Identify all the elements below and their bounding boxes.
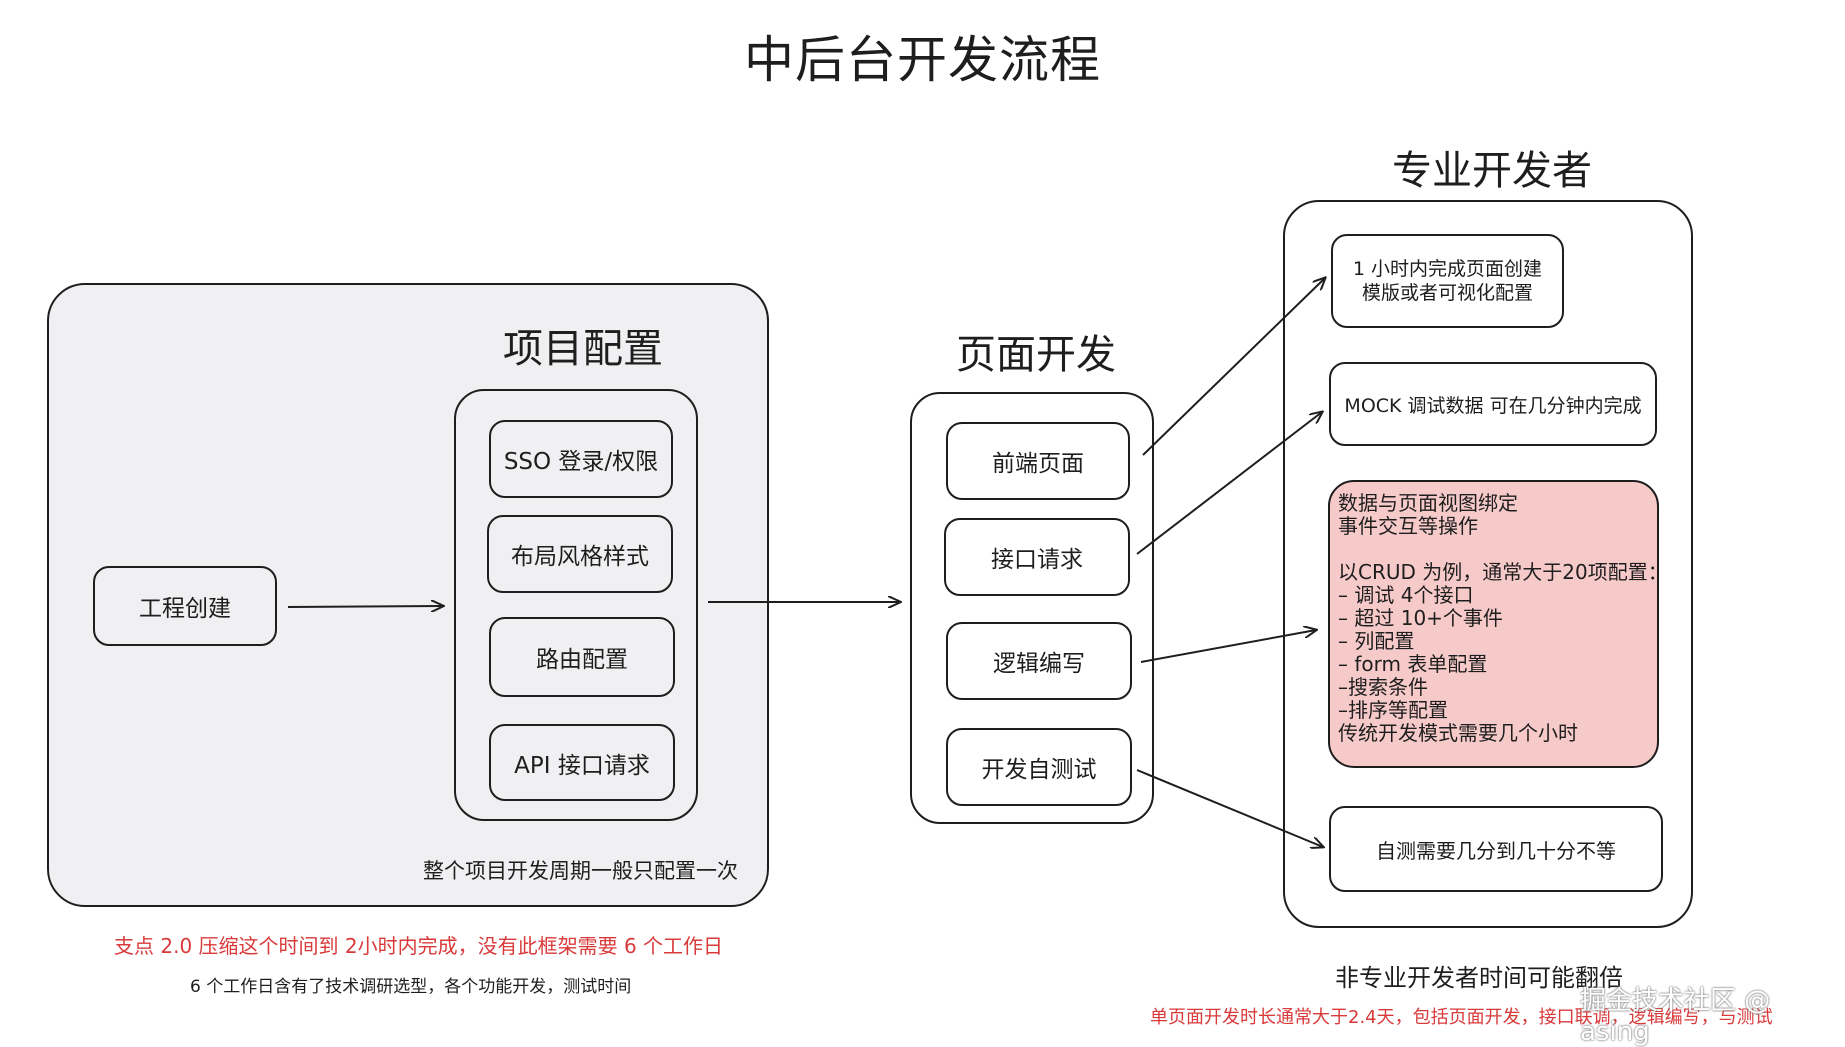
config-items-group: [454, 389, 698, 821]
binding-line-5: – 调试 4个接口: [1338, 583, 1474, 607]
pro-item-binding: 数据与页面视图绑定 事件交互等操作 以CRUD 为例，通常大于20项配置： – …: [1328, 480, 1668, 768]
config-item-api: API 接口请求: [489, 724, 675, 801]
pro-item-page-create-line1: 1 小时内完成页面创建: [1352, 258, 1543, 280]
page-item-logic: 逻辑编写: [946, 622, 1132, 700]
project-create-box: 工程创建: [93, 566, 277, 646]
pro-dev-title: 专业开发者: [1392, 148, 1592, 194]
arrow-frontend-to-page-create: [1142, 278, 1325, 456]
binding-line-11: 传统开发模式需要几个小时: [1338, 721, 1578, 745]
page-dev-title: 页面开发: [956, 332, 1116, 378]
arrow-api-to-mock: [1136, 412, 1322, 555]
binding-line-4: 以CRUD 为例，通常大于20项配置：: [1338, 560, 1668, 584]
single-page-note: 单页面开发时长通常大于2.4天，包括页面开发，接口联调，逻辑编写，与测试: [1150, 1007, 1773, 1028]
binding-line-7: – 列配置: [1338, 629, 1415, 653]
page-item-self-test: 开发自测试: [946, 728, 1132, 806]
pro-item-mock: MOCK 调试数据 可在几分钟内完成: [1329, 362, 1657, 446]
workday-note: 6 个工作日含有了技术调研选型，各个功能开发，测试时间: [190, 977, 632, 997]
binding-line-6: – 超过 10+个事件: [1338, 606, 1503, 630]
binding-line-1: 数据与页面视图绑定: [1338, 491, 1518, 515]
config-item-sso: SSO 登录/权限: [489, 420, 673, 498]
non-pro-note: 非专业开发者时间可能翻倍: [1335, 964, 1623, 992]
project-config-panel: [47, 283, 769, 907]
binding-line-9: –搜索条件: [1338, 675, 1428, 699]
config-item-routing: 路由配置: [489, 617, 675, 697]
diagram-title: 中后台开发流程: [744, 31, 1101, 89]
pro-item-page-create: 1 小时内完成页面创建 模版或者可视化配置: [1331, 234, 1564, 328]
config-note: 整个项目开发周期一般只配置一次: [423, 859, 738, 883]
binding-line-10: –排序等配置: [1338, 698, 1448, 722]
pro-dev-panel: [1283, 200, 1693, 928]
page-item-frontend: 前端页面: [946, 422, 1130, 500]
binding-line-8: – form 表单配置: [1338, 652, 1488, 676]
arrow-create-to-config: [287, 606, 443, 607]
config-item-layout: 布局风格样式: [487, 515, 673, 593]
page-dev-group: [910, 392, 1154, 824]
binding-line-2: 事件交互等操作: [1338, 514, 1478, 538]
arrow-logic-to-binding: [1140, 630, 1316, 663]
page-item-api-request: 接口请求: [944, 518, 1130, 596]
arrow-selftest-to-selftest: [1136, 769, 1323, 847]
project-config-title: 项目配置: [503, 326, 663, 372]
pro-item-page-create-line2: 模版或者可视化配置: [1361, 282, 1533, 304]
compress-note: 支点 2.0 压缩这个时间到 2小时内完成，没有此框架需要 6 个工作日: [114, 934, 724, 958]
pro-item-self-test: 自测需要几分到几十分不等: [1329, 806, 1663, 892]
